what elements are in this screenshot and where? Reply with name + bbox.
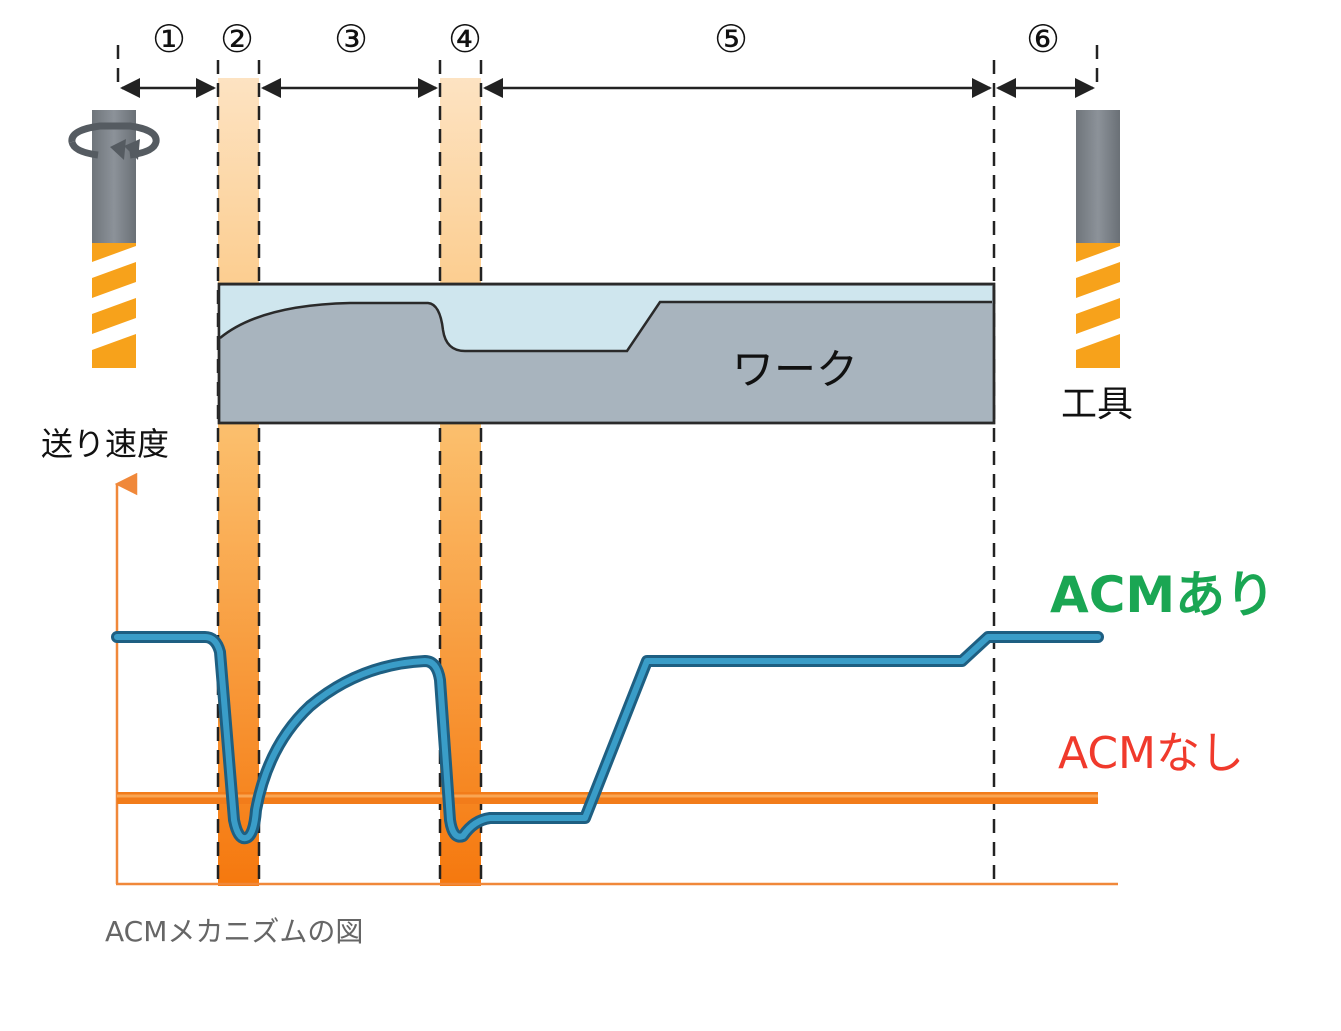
graph-axes	[114, 472, 1118, 886]
tool-label: 工具	[1061, 384, 1133, 425]
phase-label-1: ①	[152, 17, 186, 61]
workpiece	[217, 282, 996, 425]
work-label: ワーク	[732, 345, 858, 394]
rotation-arrow-icon	[68, 122, 160, 160]
phase-label-5: ⑤	[714, 17, 748, 61]
figure-caption: ACMメカニズムの図	[105, 915, 363, 948]
feed-speed-label: 送り速度	[41, 425, 169, 463]
phase-label-3: ③	[334, 17, 368, 61]
with-acm-line	[111, 631, 1104, 845]
phase-boundaries	[116, 45, 1099, 886]
phase-label-4: ④	[448, 17, 482, 61]
phase-label-6: ⑥	[1026, 17, 1060, 61]
phase-label-2: ②	[220, 17, 254, 61]
without-acm-line	[117, 792, 1098, 804]
with-acm-label: ACMあり	[1050, 566, 1275, 624]
without-acm-label: ACMなし	[1058, 728, 1244, 779]
end-mill-icon	[1076, 110, 1120, 368]
end-mill-rotating-icon	[68, 110, 160, 368]
